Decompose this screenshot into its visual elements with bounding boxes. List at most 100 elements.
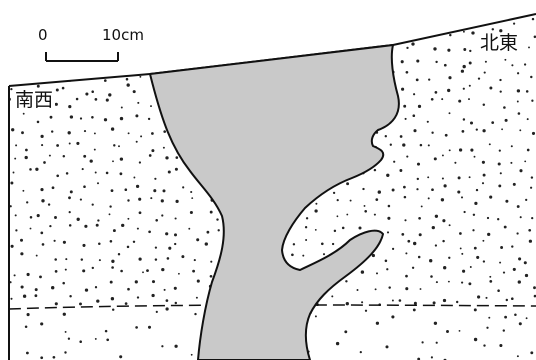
soil-dot [378,28,380,30]
soil-dot [245,50,248,53]
soil-dot [65,258,67,260]
soil-dot [21,285,24,288]
soil-dot [52,186,55,189]
soil-dot [163,189,166,192]
soil-dot [413,129,416,132]
soil-dot [204,61,206,63]
soil-dot [138,198,141,201]
soil-dot [529,240,532,243]
soil-dot [387,217,390,220]
soil-dot [417,178,419,180]
soil-dot [51,286,54,289]
soil-dot [524,63,526,65]
soil-dot [485,61,487,63]
label-northeast: 北東 [478,33,520,54]
soil-dot [10,182,13,185]
soil-dot [531,100,533,102]
soil-dot [503,329,505,331]
soil-dot [527,118,529,120]
soil-dot [505,200,508,203]
soil-dot [53,356,56,359]
soil-dot [210,17,213,20]
soil-dot [510,162,512,164]
soil-dot [225,21,227,23]
soil-dot [442,177,444,179]
soil-dot [48,30,51,33]
soil-dot [385,345,388,348]
soil-dot [205,242,208,245]
soil-dot [364,205,366,207]
soil-dot [416,79,419,82]
soil-dot [446,330,449,333]
soil-dot [91,116,94,119]
soil-dot [133,241,135,243]
soil-dot [96,72,99,75]
soil-dot [231,29,234,32]
soil-dot [363,31,365,33]
soil-dot [293,243,295,245]
soil-dot [40,322,43,325]
soil-dot [407,240,410,243]
soil-dot [113,50,115,52]
scale-label-zero: 0 [38,28,48,43]
soil-dot [526,317,528,319]
soil-dot [443,266,446,269]
soil-dot [448,281,450,283]
soil-dot [499,79,501,81]
soil-dot [288,15,291,18]
soil-dot [139,161,141,163]
soil-dot [56,89,59,92]
soil-dot [10,298,12,300]
soil-dot [415,32,418,35]
soil-dot [262,18,264,20]
soil-dot [348,21,350,23]
soil-dot [113,229,116,232]
soil-dot [318,16,321,19]
soil-dot [482,161,485,164]
soil-dot [401,233,404,236]
soil-dot [491,121,494,124]
soil-dot [52,77,55,80]
soil-dot [194,259,196,261]
soil-dot [175,302,177,304]
soil-dot [431,356,433,358]
soil-dot [274,28,277,31]
soil-dot [531,217,533,219]
soil-dot [300,17,302,19]
soil-dot [474,202,477,205]
soil-dot [80,117,82,119]
soil-dot [94,132,96,134]
soil-dot [174,287,177,290]
soil-dot [519,169,522,172]
soil-dot [54,240,56,242]
soil-dot [176,156,179,159]
soil-dot [492,28,494,30]
soil-dot [435,91,438,94]
soil-dot [428,144,430,146]
soil-dot [104,118,107,121]
soil-dot [392,300,394,302]
scale-bar [46,52,118,61]
soil-dot [316,35,318,37]
soil-dot [414,302,417,305]
soil-dot [412,267,414,269]
soil-dot [470,121,473,124]
soil-dot [96,29,99,32]
soil-dot [155,219,158,222]
soil-dot [40,356,43,359]
soil-dot [442,219,445,222]
soil-dot [385,260,388,263]
soil-dot [464,211,466,213]
soil-dot [6,31,9,34]
soil-dot [63,313,66,316]
soil-dot [13,51,15,53]
soil-dot [151,132,154,135]
soil-dot [139,76,141,78]
soil-dot [194,313,196,315]
soil-dot [151,65,153,67]
soil-dot [118,145,120,147]
soil-dot [434,322,437,325]
soil-dot [64,351,66,353]
soil-dot [454,162,456,164]
soil-dot [449,224,451,226]
